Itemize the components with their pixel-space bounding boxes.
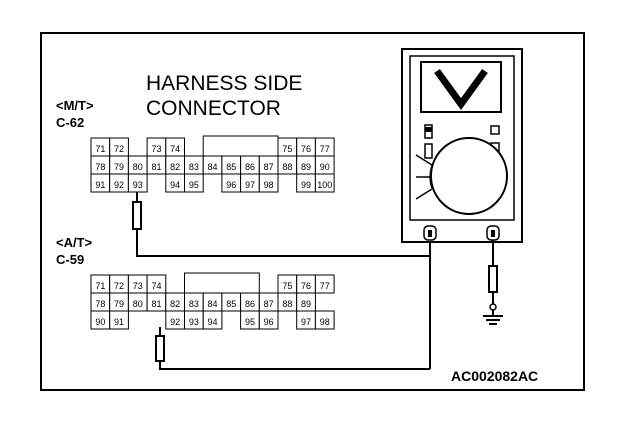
indicator-right-1 — [490, 125, 500, 135]
at-pin-number: 78 — [95, 299, 105, 309]
at-pin-number: 92 — [170, 317, 180, 327]
at-pin-number: 79 — [114, 299, 124, 309]
at-pin-cell — [202, 310, 223, 330]
at-pin-number: 93 — [189, 317, 199, 327]
at-pin-number: 81 — [151, 299, 161, 309]
dial-tick-1 — [415, 154, 433, 166]
mt-pin-number: 99 — [301, 180, 311, 190]
at-pin-number: 91 — [114, 317, 124, 327]
mt-pin-number: 90 — [320, 162, 330, 172]
at-probe-wire — [159, 361, 430, 370]
at-pin-number: 98 — [320, 317, 330, 327]
at-pin-number: 87 — [264, 299, 274, 309]
at-pin-number: 85 — [226, 299, 236, 309]
mt-pin-number: 100 — [317, 180, 332, 190]
at-pin-number: 86 — [245, 299, 255, 309]
range-dial — [430, 137, 508, 215]
diagram-frame — [40, 32, 585, 391]
title-line-1: HARNESS SIDE — [146, 72, 302, 95]
dial-tick-3 — [415, 188, 433, 200]
mt-pin-number: 85 — [226, 162, 236, 172]
mt-pin-number: 98 — [264, 180, 274, 190]
at-pin-cell — [109, 310, 129, 330]
mt-pin-number: 73 — [151, 144, 161, 154]
mt-harness-connector: 71 72 73 74 75 76 77 78 79 80 81 82 83 84 85 86 87 88 89 90… — [90, 135, 335, 193]
mt-pin-cell — [258, 173, 279, 193]
mt-pin-number: 72 — [114, 144, 124, 154]
mt-probe-wire — [136, 229, 430, 257]
at-pin-number: 72 — [114, 281, 124, 291]
mt-pin-number: 77 — [320, 144, 330, 154]
at-probe — [155, 327, 430, 370]
volt-symbol-icon — [434, 68, 488, 110]
at-connector-code: C-59 — [56, 252, 84, 267]
mt-pin-number: 93 — [133, 180, 143, 190]
mt-pin-number: 75 — [282, 144, 292, 154]
at-probe-tip — [155, 335, 165, 362]
mt-pin-number: 78 — [95, 162, 105, 172]
indicator-left-1-fill — [425, 127, 432, 132]
at-pin-number: 75 — [282, 281, 292, 291]
title-line-2: CONNECTOR — [146, 97, 281, 120]
at-pin-number: 88 — [282, 299, 292, 309]
at-pin-number: 90 — [95, 317, 105, 327]
mt-pin-number: 97 — [245, 180, 255, 190]
mt-pin-number: 89 — [301, 162, 311, 172]
mt-pin-number: 91 — [95, 180, 105, 190]
mt-pin-cell — [184, 173, 204, 193]
at-connector-lock — [184, 272, 260, 293]
at-pin-number: 84 — [208, 299, 218, 309]
mt-probe-tip — [132, 201, 142, 230]
at-pin-cell — [314, 310, 335, 330]
com-jack-hole — [428, 230, 432, 237]
mt-pin-number: 83 — [189, 162, 199, 172]
at-pin-number: 80 — [133, 299, 143, 309]
mt-pin-number: 96 — [226, 180, 236, 190]
mt-pin-number: 76 — [301, 144, 311, 154]
at-pin-number: 73 — [133, 281, 143, 291]
at-pin-number: 74 — [151, 281, 161, 291]
volt-jack-hole — [491, 230, 495, 237]
at-pin-number: 77 — [320, 281, 330, 291]
mt-pin-number: 84 — [208, 162, 218, 172]
mt-pin-number: 80 — [133, 162, 143, 172]
at-pin-number: 97 — [301, 317, 311, 327]
at-pin-number: 89 — [301, 299, 311, 309]
mt-pin-number: 82 — [170, 162, 180, 172]
ground-clip-icon — [489, 303, 497, 311]
mt-pin-number: 79 — [114, 162, 124, 172]
mt-pin-cell — [314, 173, 335, 193]
indicator-left-2 — [424, 143, 433, 159]
voltmeter-panel — [409, 55, 515, 221]
mt-pin-number: 81 — [151, 162, 161, 172]
mt-pin-number: 86 — [245, 162, 255, 172]
mt-connector-code: C-62 — [56, 115, 84, 130]
at-pin-cell — [314, 274, 335, 294]
mt-pin-number: 87 — [264, 162, 274, 172]
at-pin-number: 94 — [208, 317, 218, 327]
at-pin-cell — [258, 310, 279, 330]
mt-pin-number: 74 — [170, 144, 180, 154]
mt-pin-number: 92 — [114, 180, 124, 190]
at-pin-number: 95 — [245, 317, 255, 327]
at-pin-number: 83 — [189, 299, 199, 309]
mt-pin-number: 88 — [282, 162, 292, 172]
figure-code: AC002082AC — [451, 368, 538, 384]
mt-probe — [132, 192, 430, 257]
mt-pin-number: 94 — [170, 180, 180, 190]
at-pin-number: 82 — [170, 299, 180, 309]
mt-pin-number: 95 — [189, 180, 199, 190]
at-label: <A/T> — [56, 235, 93, 250]
at-pin-number: 96 — [264, 317, 274, 327]
ground-probe — [483, 240, 503, 325]
mt-pin-number: 71 — [95, 144, 105, 154]
mt-label: <M/T> — [56, 98, 94, 113]
mt-connector-lock — [202, 135, 279, 156]
ground-probe-tip — [488, 265, 498, 293]
voltmeter — [401, 48, 523, 243]
at-pin-number: 71 — [95, 281, 105, 291]
at-pin-number: 76 — [301, 281, 311, 291]
at-harness-connector: 71 72 73 74 75 76 77 78 79 80 81 82 83 84 85 86 87 88 89 90… — [90, 272, 335, 330]
